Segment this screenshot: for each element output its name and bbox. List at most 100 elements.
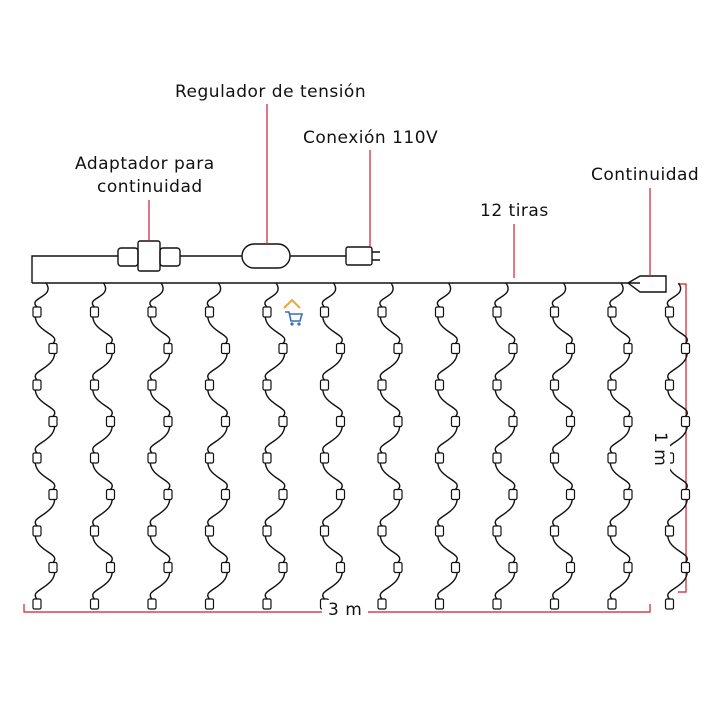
bulb	[48, 488, 58, 501]
bulb	[32, 598, 42, 610]
shop-cart-logo-icon	[297, 322, 301, 326]
bulb	[450, 561, 461, 574]
bulb	[664, 306, 675, 318]
bulb	[319, 525, 330, 537]
bulb	[335, 488, 346, 501]
bulb	[220, 342, 231, 355]
bulb	[105, 488, 116, 501]
bulb	[48, 561, 58, 574]
bulb	[664, 525, 675, 537]
bulb	[607, 598, 617, 610]
bulb	[147, 525, 157, 537]
bulb	[278, 488, 288, 501]
shop-cart-logo-icon	[283, 298, 301, 309]
bulb	[393, 415, 403, 428]
bulb	[105, 415, 116, 428]
bulb	[434, 379, 445, 391]
bulb	[262, 379, 272, 391]
bulb	[450, 342, 461, 355]
plug-body	[345, 246, 373, 266]
light-strand	[379, 282, 401, 600]
bulb	[680, 488, 691, 501]
bulb	[147, 452, 157, 464]
light-strand	[264, 282, 286, 600]
bulb	[204, 525, 215, 537]
adapter-right-part	[159, 247, 181, 267]
bulb	[664, 598, 675, 610]
shop-cart-logo-icon	[285, 311, 304, 322]
bulb	[262, 452, 272, 464]
label-adapter-line1: Adaptador para	[75, 154, 215, 174]
bulb	[450, 488, 461, 501]
light-strand	[551, 282, 573, 600]
bulb	[204, 598, 215, 610]
light-strand	[34, 282, 56, 600]
bulb	[623, 561, 633, 574]
bulb	[319, 306, 330, 318]
bulb	[664, 379, 675, 391]
voltage-regulator	[241, 243, 291, 269]
bulb	[220, 415, 231, 428]
adapter-left-part	[117, 247, 139, 267]
label-height: 1 m	[650, 426, 670, 473]
bulb	[549, 379, 560, 391]
bulb	[549, 306, 560, 318]
bulb	[450, 415, 461, 428]
bulb	[147, 598, 157, 610]
bulb	[680, 415, 691, 428]
bulb	[163, 561, 173, 574]
bulb	[607, 306, 617, 318]
bulb	[607, 379, 617, 391]
bulb	[508, 561, 518, 574]
bulb	[89, 525, 100, 537]
label-connection: Conexión 110V	[303, 128, 439, 148]
label-regulator: Regulador de tensión	[175, 82, 367, 102]
light-strand	[609, 282, 631, 600]
bulb	[163, 342, 173, 355]
bulb	[89, 306, 100, 318]
bulb	[262, 598, 272, 610]
bulb	[335, 342, 346, 355]
bulb	[220, 488, 231, 501]
bulb	[565, 342, 576, 355]
bulb	[377, 452, 387, 464]
label-continuity: Continuidad	[591, 165, 700, 185]
bulb	[89, 598, 100, 610]
bulb	[147, 379, 157, 391]
bulb	[508, 415, 518, 428]
light-strand	[149, 282, 171, 600]
plug-prongs	[372, 251, 380, 261]
bulb	[492, 525, 502, 537]
bulb	[147, 306, 157, 318]
bulb	[377, 306, 387, 318]
bulb	[204, 452, 215, 464]
bulb	[105, 342, 116, 355]
bulb	[319, 379, 330, 391]
bulb	[623, 488, 633, 501]
bulb	[377, 598, 387, 610]
bulb	[32, 525, 42, 537]
bulb	[549, 452, 560, 464]
bulb	[105, 561, 116, 574]
light-strand	[436, 282, 458, 600]
bulb	[335, 415, 346, 428]
adapter-center-part	[137, 240, 161, 272]
bulb	[565, 561, 576, 574]
bulb	[335, 561, 346, 574]
bulb	[204, 379, 215, 391]
bulb	[492, 452, 502, 464]
bulb	[377, 379, 387, 391]
bulb	[434, 452, 445, 464]
bulb	[492, 598, 502, 610]
light-strand	[494, 282, 516, 600]
bulb	[434, 306, 445, 318]
bulb	[89, 379, 100, 391]
bulb	[549, 525, 560, 537]
bulb	[32, 379, 42, 391]
bulb	[32, 452, 42, 464]
light-strand	[666, 282, 688, 600]
bulb	[508, 488, 518, 501]
bulb	[89, 452, 100, 464]
